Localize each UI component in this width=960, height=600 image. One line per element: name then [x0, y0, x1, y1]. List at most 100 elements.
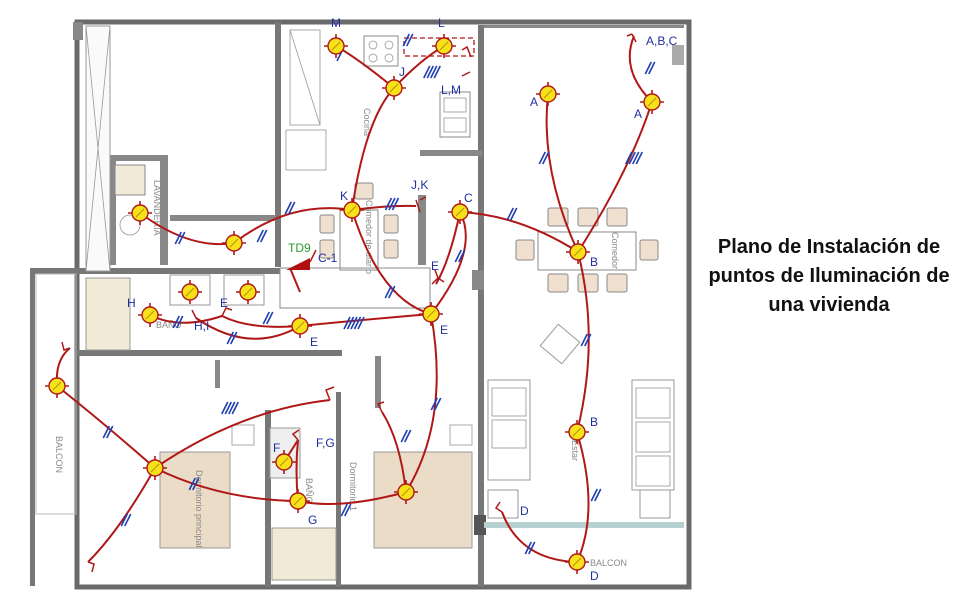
point-label: D: [590, 569, 599, 583]
cable-tick-group: [454, 249, 466, 263]
cable-ticks: [102, 33, 656, 555]
light-point-h: [138, 303, 162, 327]
light-point-b2: [565, 420, 589, 444]
light-point-dp: [143, 456, 167, 480]
point-label: A,B,C: [646, 34, 678, 48]
point-label: D: [520, 504, 529, 518]
living-furniture: [487, 323, 675, 519]
cable-tick-group: [400, 429, 412, 443]
cable-tick-group: [506, 207, 518, 221]
cable-tick-group: [590, 488, 602, 502]
light-point-e1: [288, 314, 312, 338]
light-point-l: [432, 34, 456, 58]
cable-tick-group: [384, 197, 400, 211]
point-label: A: [530, 95, 538, 109]
switches: [61, 33, 637, 573]
light-point-a1: [536, 82, 560, 106]
cable-tick-group: [430, 397, 442, 411]
point-label: B: [590, 415, 598, 429]
cable-tick-group: [174, 231, 186, 245]
room-label-dormitorio-principal: Dormitorio principal: [194, 470, 204, 548]
light-point-c: [448, 200, 472, 224]
room-label-bano: BAÑO: [304, 478, 314, 504]
light-point-b1: [566, 240, 590, 264]
point-label: C: [464, 191, 473, 205]
point-label: M: [331, 16, 341, 30]
point-label: F,G: [316, 436, 335, 450]
cable-tick-group: [538, 151, 550, 165]
title-line-3: una vivienda: [768, 294, 890, 316]
light-point-g: [286, 489, 310, 513]
point-label: J,K: [411, 178, 428, 192]
distribution-panel: TD9 C-1: [286, 241, 338, 270]
point-label: H: [127, 296, 136, 310]
room-label-comedor: Comedor: [610, 232, 620, 269]
point-label: G: [308, 513, 317, 527]
light-point-w2: [236, 280, 260, 304]
light-point-pas: [222, 231, 246, 255]
point-label: J: [399, 65, 405, 79]
point-label: L: [438, 16, 445, 30]
point-label: B: [590, 255, 598, 269]
room-label-balcon-bottom: BALCON: [590, 558, 627, 568]
cable-tick-group: [102, 425, 114, 439]
point-labels: M L A,B,C J L,M A A J,K K C B E H E H,I E E B F F,G G D D: [127, 16, 678, 583]
cable-tick-group: [172, 315, 184, 329]
point-label: H,I: [194, 319, 209, 333]
light-point-f: [272, 450, 296, 474]
point-label: K: [340, 189, 348, 203]
light-point-k: [340, 198, 364, 222]
diagram-title: Plano de Instalación de puntos de Ilumin…: [700, 233, 958, 320]
point-label: E: [431, 259, 439, 273]
room-labels: LAVANDERIA Cocina Comedor de diario Come…: [54, 108, 627, 568]
kitchen-fixtures: [114, 35, 471, 236]
cable-tick-group: [226, 331, 238, 345]
point-label: E: [220, 296, 228, 310]
light-point-bal: [45, 374, 69, 398]
room-label-balcon-left: BALCON: [54, 436, 64, 473]
panel-label: TD9: [288, 241, 311, 255]
point-label: L,M: [441, 83, 461, 97]
light-point-d1: [394, 480, 418, 504]
point-label: E: [310, 335, 318, 349]
walls: [30, 19, 692, 590]
cable-tick-group: [256, 229, 268, 243]
beds: [85, 274, 473, 581]
cable-tick-group: [625, 151, 643, 165]
light-points: [45, 34, 664, 574]
room-label-estar: Estar: [570, 440, 580, 461]
room-label-comedor-diario: Comedor de diario: [364, 200, 374, 274]
panel-symbol-icon: [286, 258, 310, 270]
cable-tick-group: [384, 285, 396, 299]
cable-tick-group: [524, 541, 536, 555]
point-label: E: [440, 323, 448, 337]
light-point-a2: [640, 90, 664, 114]
room-label-dormitorio-1: Dormitorio 1: [348, 462, 358, 511]
title-line-1: Plano de Instalación de: [717, 236, 941, 258]
light-point-d2: [565, 550, 589, 574]
cable-tick-group: [343, 316, 365, 330]
window-stack: [35, 25, 327, 515]
cable-tick-group: [580, 333, 592, 347]
cable-tick-group: [120, 513, 132, 527]
room-label-bano-2: BAÑO: [156, 320, 182, 330]
room-label-cocina: Cocina: [362, 108, 372, 136]
title-line-2: puntos de Iluminación de: [708, 265, 950, 287]
cable-tick-group: [340, 503, 352, 517]
point-label: A: [634, 107, 642, 121]
cable-tick-group: [644, 61, 656, 75]
cable-tick-group: [221, 401, 239, 415]
light-point-w1: [178, 280, 202, 304]
room-label-lavanderia: LAVANDERIA: [152, 180, 162, 236]
cable-tick-group: [423, 65, 441, 79]
light-point-lav: [128, 201, 152, 225]
cable-tick-group: [284, 201, 296, 215]
point-label: F: [273, 441, 280, 455]
light-point-m: [324, 34, 348, 58]
circuit-label: C-1: [318, 251, 338, 265]
cable-tick-group: [402, 33, 414, 47]
light-point-j: [382, 76, 406, 100]
light-point-e2: [419, 302, 443, 326]
cable-tick-group: [262, 311, 274, 325]
